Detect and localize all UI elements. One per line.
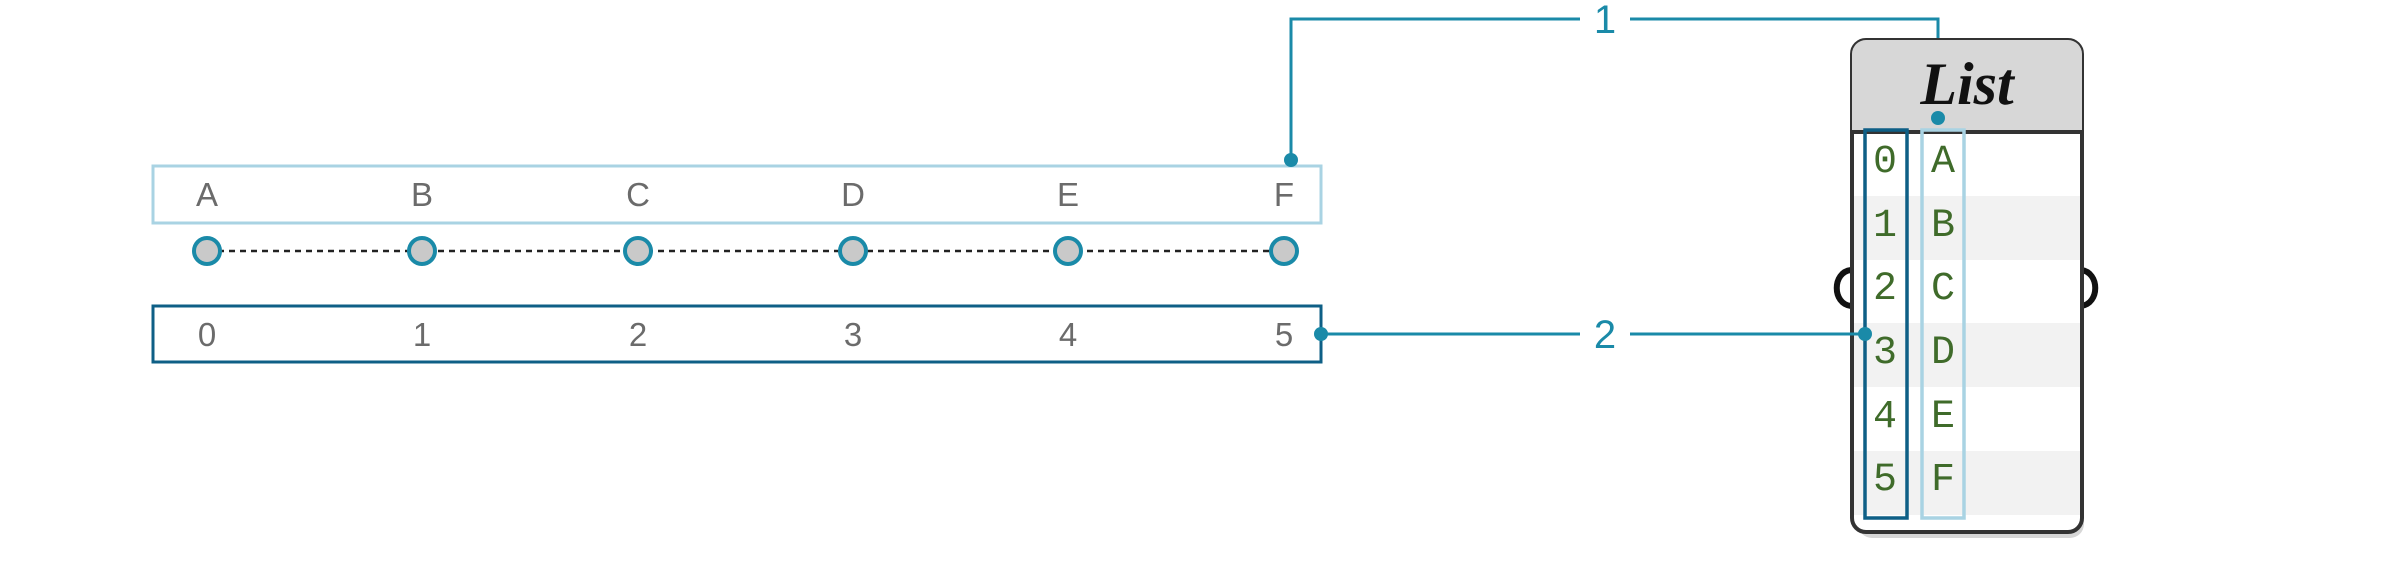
panel-value-cell: A [1931,140,1955,185]
panel-row-stripe [1854,323,2080,387]
callout-2-dot-left [1314,327,1328,341]
sequence-letter: F [1274,176,1294,213]
panel-index-cell: 4 [1873,395,1897,440]
callout-1-dot-left [1284,153,1298,167]
callout-2-dot-right [1858,327,1872,341]
panel-value-cell: C [1931,267,1955,312]
callout-1-number: 1 [1594,0,1616,42]
panel-row-stripe [1854,451,2080,515]
panel-index-cell: 3 [1873,331,1897,376]
sequence-node [838,236,868,266]
panel-value-cell: D [1931,331,1955,376]
callout-1-leader-left [1289,17,1580,160]
sequence-index: 2 [629,316,647,353]
index-row: 0 1 2 3 4 5 [198,316,1293,353]
sequence-index: 1 [413,316,431,353]
panel-header [1852,40,2082,132]
sequence-index: 3 [844,316,862,353]
callout-2: 2 [1314,313,1872,357]
callout-1: 1 [1284,0,1940,167]
panel-index-column-box [1863,128,1909,520]
letter-row-box [151,164,1323,225]
panel-row-stripe [1854,196,2080,260]
letter-row: A B C D E F [196,176,1294,213]
sequence-node [1269,236,1299,266]
index-row-box [151,304,1323,364]
panel-value-column-box [1920,128,1966,520]
panel-index-cell: 2 [1873,267,1897,312]
panel-index-cell: 1 [1873,204,1897,249]
sequence-letter: E [1057,176,1079,213]
input-port-icon [1833,267,1852,309]
sequence-letter: C [626,176,650,213]
panel-index-cell: 5 [1873,458,1897,503]
sequence-letter: D [841,176,865,213]
sequence-node [623,236,653,266]
sequence-node [1053,236,1083,266]
sequence-letter: B [411,176,433,213]
sequence-letter: A [196,176,218,213]
callout-2-number: 2 [1594,313,1616,357]
sequence-node [192,236,222,266]
panel-index-cell: 0 [1873,140,1897,185]
panel-value-cell: F [1931,458,1955,503]
node-row [192,236,1299,266]
output-port-icon [2080,267,2099,309]
panel-title: List [1919,51,2016,117]
panel-value-cell: E [1931,395,1955,440]
list-panel: List 0 1 2 3 4 5 A B C D E F [1833,38,2099,538]
sequence-index: 4 [1059,316,1077,353]
sequence-index: 0 [198,316,216,353]
sequence-node [407,236,437,266]
callout-1-dot-right [1931,111,1945,125]
panel-value-cell: B [1931,204,1955,249]
sequence-index: 5 [1275,316,1293,353]
